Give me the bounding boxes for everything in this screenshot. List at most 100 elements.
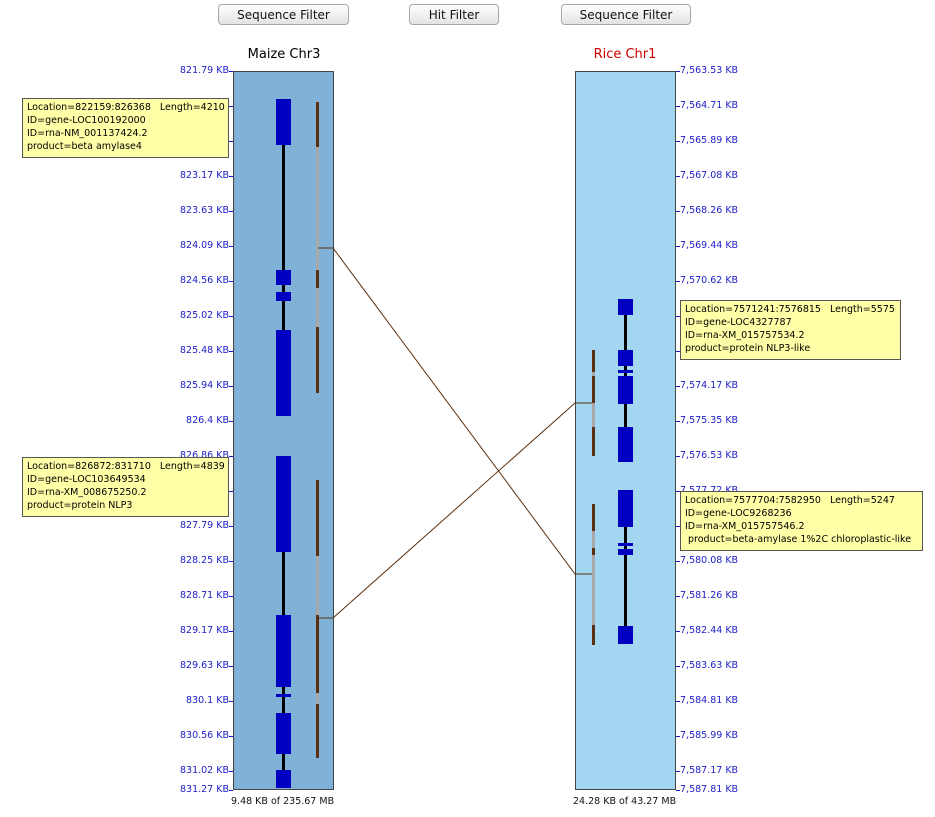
left-tick-label: 823.63 KB [179,205,229,216]
hit-segment [592,504,595,531]
left-tick-label: 826.4 KB [186,415,229,426]
left-tick-mark [229,736,233,737]
tooltip-line: ID=rna-NM_001137424.2 [27,128,148,139]
right-hit-2[interactable] [592,504,595,645]
left-tick-label: 825.48 KB [179,345,229,356]
right-tick-label: 7,563.53 KB [680,65,739,76]
exon [618,549,633,555]
right-tick-label: 7,569.44 KB [680,240,739,251]
sequence-filter-button-left[interactable]: Sequence Filter [218,4,349,25]
right-tick-label: 7,582.44 KB [680,625,739,636]
right-tick-label: 7,568.26 KB [680,205,739,216]
left-tick-label: 828.25 KB [179,555,229,566]
left-tick-label: 827.79 KB [179,520,229,531]
exon [276,292,291,301]
hit-gap [316,102,319,393]
tooltip-maize-gene-1: Location=822159:826368 Length=4210 ID=ge… [22,98,229,158]
right-tick-mark [676,771,680,772]
tooltip-line: ID=gene-LOC100192000 [27,115,146,126]
left-tick-mark [229,491,233,492]
left-tick-mark [229,141,233,142]
exon [618,299,633,315]
right-tick-label: 7,585.99 KB [680,730,739,741]
connector-2[interactable] [318,402,592,619]
right-tick-mark [676,631,680,632]
left-tick-mark [229,421,233,422]
right-tick-mark [676,666,680,667]
exon [276,713,291,754]
exon [276,615,291,687]
right-tick-label: 7,577.72 KB [680,485,738,496]
tooltip-line: ID=gene-LOC9268236 [685,508,792,519]
tooltip-line: product=protein NLP3-like [685,343,811,354]
right-track-title: Rice Chr1 [593,47,657,62]
right-hit-1[interactable] [592,350,595,456]
hit-segment [592,625,595,645]
right-tick-label: 7,576.53 KB [680,450,739,461]
tooltip-line: ID=rna-XM_015757546.2 [685,521,805,532]
exon [276,456,291,552]
right-tick-label: 7,564.71 KB [680,100,739,111]
hit-segment [592,376,595,403]
tooltip-line: Location=826872:831710 Length=4839 [27,461,225,472]
left-tick-mark [229,701,233,702]
right-tick-mark [676,316,680,317]
left-gene-2[interactable] [276,456,291,788]
left-hit-2[interactable] [316,480,319,758]
right-tick-mark [676,526,680,527]
right-tick-mark [676,211,680,212]
hit-segment [592,548,595,555]
right-tick-label: 7,581.26 KB [680,590,739,601]
right-tick-mark [676,456,680,457]
hit-segment [316,615,319,693]
sequence-filter-button-right[interactable]: Sequence Filter [561,4,691,25]
left-tick-mark [229,771,233,772]
left-tick-mark [229,561,233,562]
left-tick-mark [229,631,233,632]
exon [276,770,291,788]
left-track-footer: 9.48 KB of 235.67 MB [231,796,335,807]
left-tick-mark [229,106,233,107]
right-tick-label: 7,570.62 KB [680,275,739,286]
hit-segment [592,427,595,456]
right-tick-label: 7,567.08 KB [680,170,739,181]
tooltip-rice-gene-1: Location=7571241:7576815 Length=5575 ID=… [680,300,901,360]
tooltip-line: Location=7571241:7576815 Length=5575 [685,304,895,315]
exon [618,490,633,527]
left-tick-label: 830.1 KB [186,695,229,706]
right-tick-label: 7,587.17 KB [680,765,739,776]
left-tick-mark [229,790,233,791]
tooltip-rice-gene-2: Location=7577704:7582950 Length=5247 ID=… [680,491,923,551]
connector-1[interactable] [318,247,592,575]
tooltip-line: ID=rna-XM_008675250.2 [27,487,147,498]
left-tick-label: 826.86 KB [179,450,229,461]
left-tick-mark [229,456,233,457]
left-tick-mark [229,596,233,597]
right-gene-2[interactable] [618,490,633,644]
hit-segment [316,102,319,147]
exon [618,376,633,404]
left-tick-mark [229,71,233,72]
exon [276,270,291,285]
exon [276,99,291,145]
right-tick-mark [676,141,680,142]
left-hit-1[interactable] [316,102,319,393]
tooltip-line: ID=gene-LOC103649534 [27,474,146,485]
right-tick-label: 7,584.81 KB [680,695,739,706]
hit-gap [592,504,595,645]
right-track-footer: 24.28 KB of 43.27 MB [573,796,677,807]
right-tick-label: 7,580.08 KB [680,555,739,566]
left-tick-label: 823.17 KB [179,170,229,181]
hit-filter-button[interactable]: Hit Filter [409,4,499,25]
right-gene-1[interactable] [618,299,633,462]
left-tick-mark [229,211,233,212]
exon [618,427,633,462]
right-tick-mark [676,281,680,282]
exon [276,330,291,416]
right-tick-mark [676,71,680,72]
hit-segment [316,704,319,758]
left-tick-mark [229,246,233,247]
left-gene-1[interactable] [276,99,291,416]
left-tick-label: 821.79 KB [179,65,229,76]
